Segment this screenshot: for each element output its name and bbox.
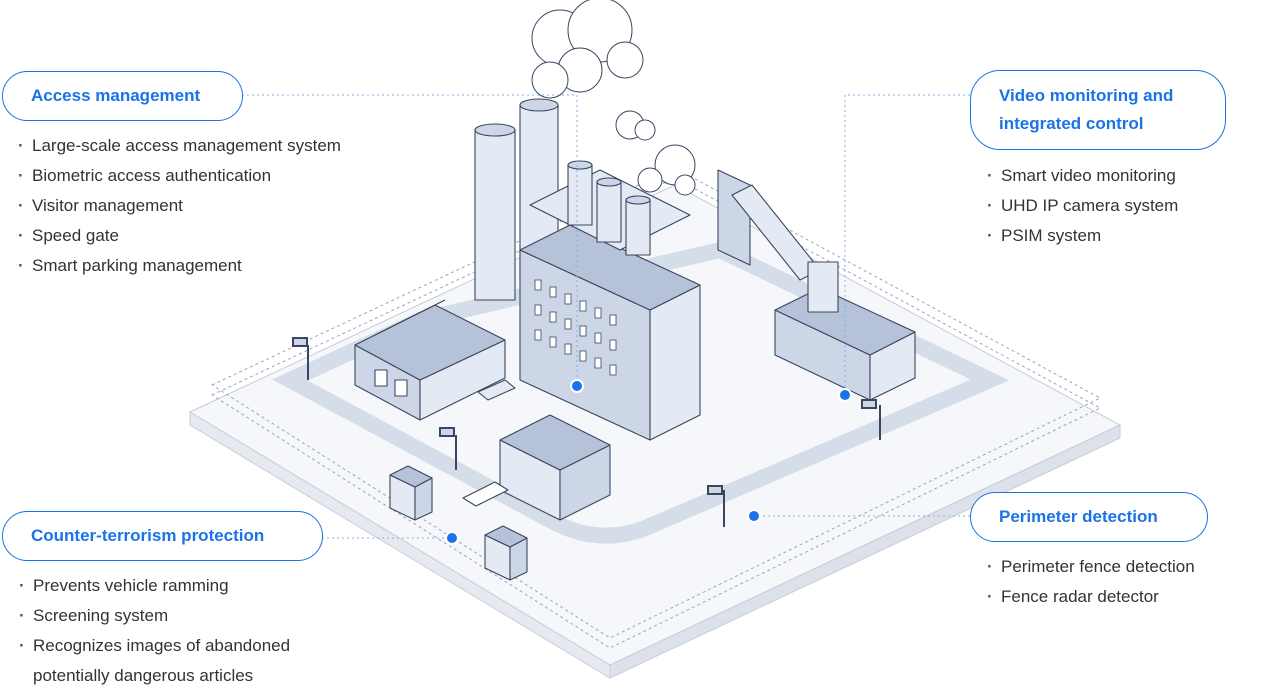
list-item: PSIM system xyxy=(987,221,1178,251)
list-item: Biometric access authentication xyxy=(18,161,341,191)
access-management-badge: Access management xyxy=(2,71,243,121)
cctv-camera-icon xyxy=(292,337,881,527)
perimeter-detection-title: Perimeter detection xyxy=(999,507,1158,526)
access-management-list: Large-scale access management system Bio… xyxy=(18,131,341,281)
video-monitoring-list: Smart video monitoring UHD IP camera sys… xyxy=(987,161,1178,251)
office-building xyxy=(774,261,916,401)
list-item: Fence radar detector xyxy=(987,582,1195,612)
gate-building xyxy=(499,414,611,521)
list-item: Smart video monitoring xyxy=(987,161,1178,191)
list-item: UHD IP camera system xyxy=(987,191,1178,221)
video-monitoring-title: Video monitoring and integrated control xyxy=(999,86,1174,133)
marker-dot-icon xyxy=(445,379,852,545)
perimeter-detection-badge: Perimeter detection xyxy=(970,492,1208,542)
list-item: Prevents vehicle ramming xyxy=(19,571,290,601)
access-management-title: Access management xyxy=(31,86,201,105)
list-item: Speed gate xyxy=(18,221,341,251)
list-item: Perimeter fence detection xyxy=(987,552,1195,582)
road xyxy=(272,241,1010,544)
leader-lines xyxy=(242,94,970,539)
list-item: Visitor management xyxy=(18,191,341,221)
list-item: Large-scale access management system xyxy=(18,131,341,161)
cloud-smoke-icon xyxy=(531,0,696,196)
list-item: Recognizes images of abandoned potential… xyxy=(19,631,290,691)
counter-terrorism-badge: Counter-terrorism protection xyxy=(2,511,323,561)
list-item: Screening system xyxy=(19,601,290,631)
guard-booth-icon xyxy=(389,465,528,581)
counter-terrorism-list: Prevents vehicle ramming Screening syste… xyxy=(19,571,290,691)
truck-icon xyxy=(462,379,516,507)
video-monitoring-badge: Video monitoring and integrated control xyxy=(970,70,1226,150)
perimeter-detection-list: Perimeter fence detection Fence radar de… xyxy=(987,552,1195,612)
main-factory xyxy=(519,160,701,441)
warehouse xyxy=(354,299,506,421)
counter-terrorism-title: Counter-terrorism protection xyxy=(31,526,265,545)
list-item: Smart parking management xyxy=(18,251,341,281)
